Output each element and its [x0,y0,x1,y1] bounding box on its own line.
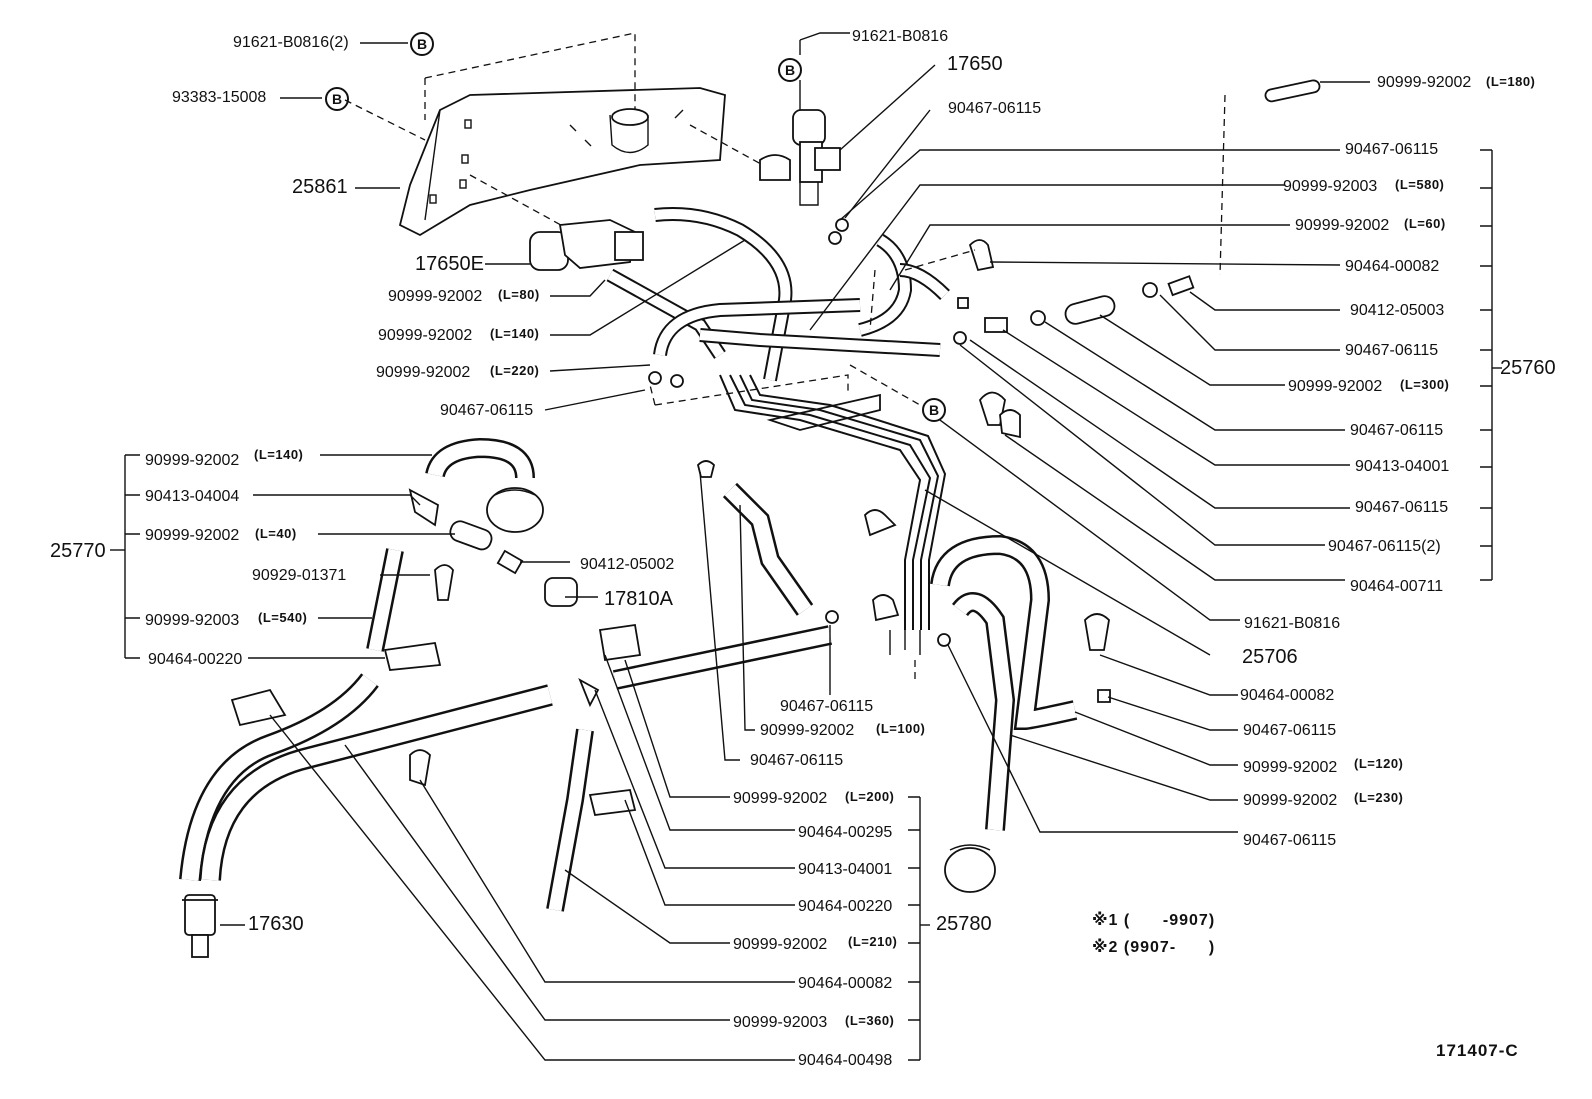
length-label: (L=540) [258,610,308,625]
label-90464-00711: 90464-00711 [1350,578,1444,595]
bracket-25861 [398,87,726,237]
label-90412-05003: 90412-05003 [1350,302,1445,319]
sensor-17630 [182,894,218,958]
length-label: (L=100) [876,721,926,736]
ref-mark-b: B [325,87,349,111]
label-90413-04004: 90413-04004 [145,488,240,505]
label-25770: 25770 [50,540,106,562]
label-90467-06115: 90467-06115 [780,698,874,715]
length-label: (L=230) [1354,790,1404,805]
label-90999-92002: 90999-92002 [760,722,855,739]
label-90999-92002: 90999-92002 [388,288,483,305]
label-91621-b0816-2: 91621-B0816(2) [233,34,349,51]
valve-lower [944,844,996,893]
label-90999-92002: 90999-92002 [378,327,473,344]
label-90467-06115: 90467-06115 [1355,499,1449,516]
length-label: (L=300) [1400,377,1450,392]
label-17650: 17650 [947,53,1003,75]
label-91621-b0816: 91621-B0816 [1244,615,1341,632]
label-90999-92003: 90999-92003 [145,612,240,629]
label-90464-00082: 90464-00082 [1240,687,1335,704]
vsv-17650e [529,219,644,271]
label-90412-05002: 90412-05002 [580,556,675,573]
label-90999-92002: 90999-92002 [1295,217,1390,234]
ref-mark-b: B [778,58,802,82]
label-90999-92002: 90999-92002 [1243,792,1338,809]
length-label: (L=580) [1395,177,1445,192]
ref-mark-b: B [410,32,434,56]
label-90999-92002: 90999-92002 [376,364,471,381]
label-90464-00295: 90464-00295 [798,824,893,841]
length-label: (L=80) [498,287,540,302]
length-label: (L=140) [254,447,304,462]
label-17630: 17630 [248,913,304,935]
label-90413-04001: 90413-04001 [798,861,893,878]
length-label: (L=220) [490,363,540,378]
label-17650e: 17650E [415,253,484,275]
label-90467-06115: 90467-06115 [1345,141,1439,158]
length-label: (L=200) [845,789,895,804]
label-90929-01371: 90929-01371 [252,567,347,584]
label-90999-92002: 90999-92002 [1243,759,1338,776]
label-90999-92002: 90999-92002 [1377,74,1472,91]
label-90467-06115-2: 90467-06115(2) [1328,538,1441,555]
label-90467-06115: 90467-06115 [440,402,534,419]
diagram-code: 171407-C [1436,1041,1519,1060]
label-90467-06115: 90467-06115 [1243,722,1337,739]
label-25780: 25780 [936,913,992,935]
label-90464-00220: 90464-00220 [148,651,243,668]
ref-mark-b: B [922,398,946,422]
label-90413-04001: 90413-04001 [1355,458,1450,475]
label-90467-06115: 90467-06115 [948,100,1042,117]
label-17810a: 17810A [604,588,673,610]
pipe-assembly-25706 [719,374,947,655]
note-1: ※1 ( -9907) [1092,912,1216,929]
length-label: (L=210) [848,934,898,949]
label-90464-00220: 90464-00220 [798,898,893,915]
label-93383-15008: 93383-15008 [172,89,267,106]
length-label: (L=140) [490,326,540,341]
label-90467-06115: 90467-06115 [750,752,844,769]
label-90464-00082: 90464-00082 [798,975,893,992]
label-90467-06115: 90467-06115 [1345,342,1439,359]
label-90464-00082: 90464-00082 [1345,258,1440,275]
length-label: (L=180) [1486,74,1536,89]
label-91621-b0816: 91621-B0816 [852,28,949,45]
label-25760: 25760 [1500,357,1556,379]
length-label: (L=40) [255,526,297,541]
label-90464-00498: 90464-00498 [798,1052,893,1069]
label-90467-06115: 90467-06115 [1243,832,1337,849]
label-90467-06115: 90467-06115 [1350,422,1444,439]
valve-upper [486,487,544,533]
label-25706: 25706 [1242,646,1298,668]
label-90999-92002: 90999-92002 [145,527,240,544]
label-25861: 25861 [292,176,348,198]
label-90999-92003: 90999-92003 [1283,178,1378,195]
vsv-17650 [759,109,841,206]
label-90999-92002: 90999-92002 [1288,378,1383,395]
label-90999-92002: 90999-92002 [733,790,828,807]
length-label: (L=120) [1354,756,1404,771]
note-2: ※2 (9907- ) [1092,939,1216,956]
length-label: (L=360) [845,1013,895,1028]
label-90999-92002: 90999-92002 [733,936,828,953]
label-90999-92002: 90999-92002 [145,452,240,469]
length-label: (L=60) [1404,216,1446,231]
label-90999-92003: 90999-92003 [733,1014,828,1031]
